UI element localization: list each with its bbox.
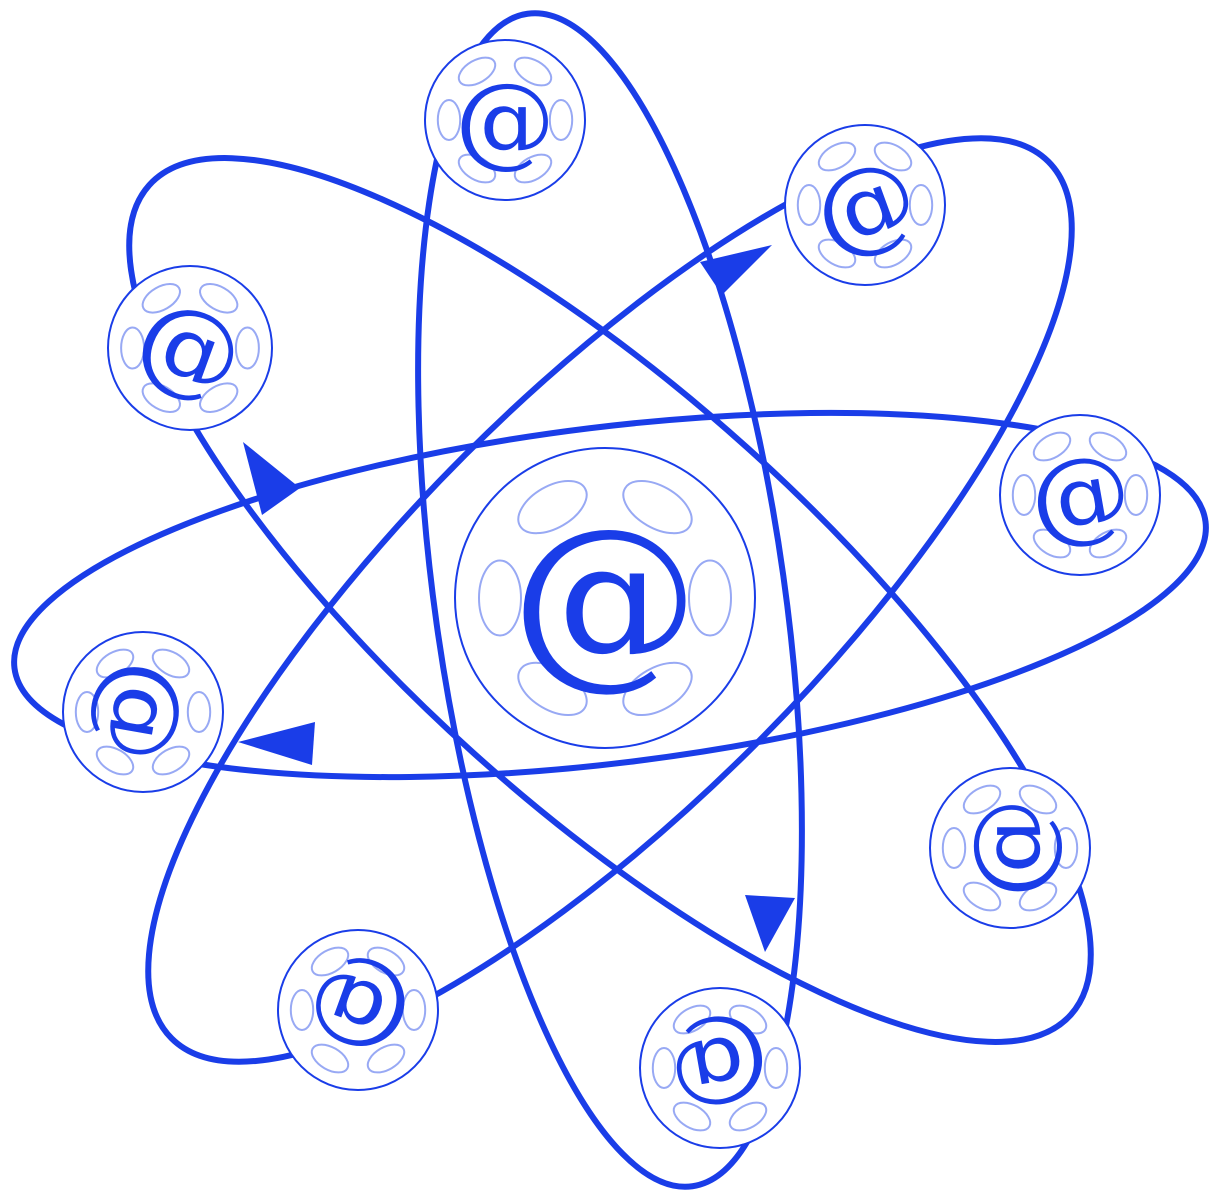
arrowhead-icon — [700, 245, 772, 295]
pattern-ring — [1032, 431, 1072, 462]
pattern-ring — [366, 946, 406, 977]
pattern-ring — [1123, 474, 1149, 516]
at-sign-icon: @ — [511, 489, 699, 707]
orbit-diagonal-up — [145, 135, 1075, 1065]
orbit-horizontal — [11, 409, 1209, 781]
pattern-ring — [436, 99, 462, 141]
sphere-outline — [784, 124, 946, 286]
pattern-ring — [199, 382, 239, 413]
sphere-outline — [62, 631, 224, 793]
pattern-ring — [1088, 431, 1128, 462]
sphere-outline — [424, 39, 586, 201]
orbit-vertical — [415, 10, 805, 1190]
electron-sphere: @ — [62, 631, 224, 793]
pattern-ring — [401, 989, 427, 1031]
pattern-ring — [234, 326, 260, 370]
pattern-ring — [548, 99, 574, 141]
pattern-ring — [513, 56, 553, 87]
pattern-ring — [457, 56, 497, 87]
pattern-ring — [817, 141, 857, 172]
pattern-ring — [941, 827, 967, 869]
at-sign-icon: @ — [661, 1002, 780, 1135]
pattern-ring — [310, 946, 350, 977]
pattern-ring — [817, 238, 857, 269]
arrowhead-icon — [745, 895, 795, 952]
electron-sphere: @ — [639, 987, 801, 1149]
electron-spheres: @ @ @ @ @ @ @ @ @ — [62, 39, 1161, 1149]
pattern-ring — [151, 648, 191, 679]
pattern-ring — [1018, 881, 1058, 912]
pattern-ring — [796, 184, 822, 226]
pattern-ring — [199, 283, 239, 314]
sphere-outline — [929, 767, 1091, 929]
electron-sphere: @ — [277, 929, 439, 1091]
pattern-ring — [962, 784, 1002, 815]
pattern-ring — [688, 559, 732, 637]
electron-sphere: @ — [784, 124, 946, 286]
at-sign-icon: @ — [455, 62, 555, 179]
pattern-ring — [310, 1043, 350, 1074]
pattern-ring — [366, 1043, 406, 1074]
pattern-ring — [672, 1101, 712, 1132]
pattern-ring — [651, 1047, 677, 1089]
electron-sphere: @ — [929, 767, 1091, 929]
pattern-ring — [962, 881, 1002, 912]
at-sign-icon: @ — [1021, 429, 1140, 562]
pattern-ring — [141, 382, 181, 413]
pattern-ring — [517, 661, 588, 717]
sphere-outline — [639, 987, 801, 1149]
pattern-ring — [457, 153, 497, 184]
pattern-ring — [1018, 784, 1058, 815]
pattern-ring — [517, 479, 588, 535]
electron-sphere: @ — [424, 39, 586, 201]
pattern-ring — [1032, 528, 1072, 559]
orbit-diagonal-down — [126, 155, 1094, 1045]
sphere-outline — [454, 447, 756, 749]
pattern-ring — [1011, 474, 1037, 516]
pattern-ring — [1088, 528, 1128, 559]
electron-sphere: @ — [999, 414, 1161, 576]
pattern-ring — [151, 745, 191, 776]
pattern-ring — [1053, 827, 1079, 869]
arrows — [238, 245, 795, 952]
pattern-ring — [513, 153, 553, 184]
pattern-ring — [74, 691, 100, 733]
pattern-ring — [95, 745, 135, 776]
pattern-ring — [672, 1004, 712, 1035]
electron-sphere: @ — [107, 265, 273, 431]
sphere-outline — [999, 414, 1161, 576]
arrowhead-icon — [243, 442, 300, 515]
pattern-ring — [95, 648, 135, 679]
pattern-ring — [120, 326, 146, 370]
pattern-ring — [622, 661, 693, 717]
sphere-outline — [107, 265, 273, 431]
at-sign-icon: @ — [952, 798, 1069, 898]
pattern-ring — [763, 1047, 789, 1089]
pattern-ring — [908, 184, 934, 226]
pattern-ring — [873, 238, 913, 269]
pattern-ring — [289, 989, 315, 1031]
sphere-outline — [277, 929, 439, 1091]
pattern-ring — [141, 283, 181, 314]
nucleus-sphere: @ — [454, 447, 756, 749]
pattern-ring — [728, 1004, 768, 1035]
arrowhead-icon — [238, 722, 315, 765]
pattern-ring — [873, 141, 913, 172]
pattern-ring — [728, 1101, 768, 1132]
pattern-ring — [186, 691, 212, 733]
at-sign-icon: @ — [77, 653, 210, 772]
pattern-ring — [622, 479, 693, 535]
pattern-ring — [478, 559, 522, 637]
